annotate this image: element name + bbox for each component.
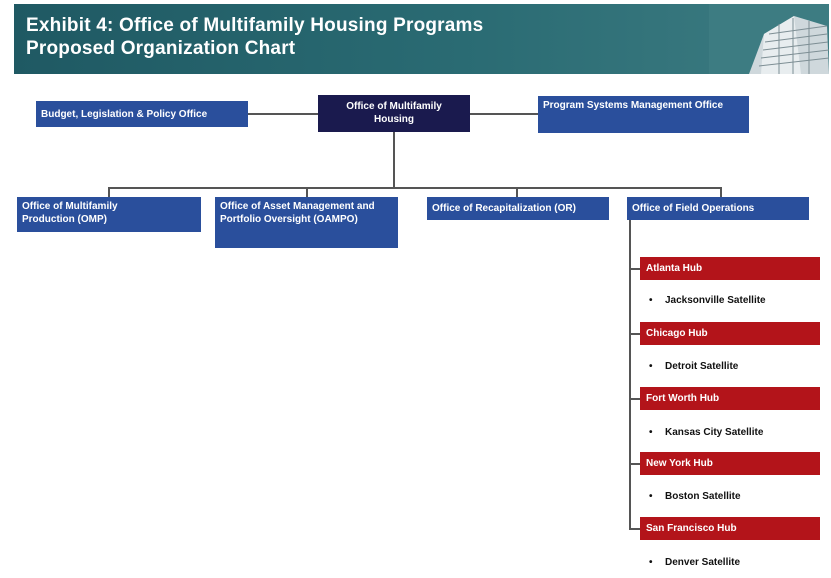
bullet-icon: • — [649, 491, 653, 502]
boston-satellite-item: • Boston Satellite — [649, 491, 741, 502]
connector-hub-3 — [629, 398, 640, 400]
fort-worth-hub-box: Fort Worth Hub — [640, 387, 820, 410]
san-francisco-hub-box: San Francisco Hub — [640, 517, 820, 540]
page-title: Exhibit 4: Office of Multifamily Housing… — [26, 14, 483, 60]
kansas-city-satellite-item: • Kansas City Satellite — [649, 427, 763, 438]
connector-hub-4 — [629, 463, 640, 465]
connector-branch-horizontal — [108, 187, 722, 189]
atlanta-hub-box: Atlanta Hub — [640, 257, 820, 280]
bullet-icon: • — [649, 295, 653, 306]
office-of-multifamily-housing-box: Office of Multifamily Housing — [318, 95, 470, 132]
title-line-2: Proposed Organization Chart — [26, 38, 296, 59]
jacksonville-satellite-label: Jacksonville Satellite — [665, 295, 766, 306]
office-of-field-operations-box: Office of Field Operations — [627, 197, 809, 220]
connector-hub-spine — [629, 220, 631, 530]
bullet-icon: • — [649, 427, 653, 438]
bullet-icon: • — [649, 557, 653, 568]
connector-omp-drop — [108, 187, 110, 197]
new-york-hub-box: New York Hub — [640, 452, 820, 475]
connector-field-drop — [720, 187, 722, 197]
detroit-satellite-item: • Detroit Satellite — [649, 361, 738, 372]
title-line-1: Exhibit 4: Office of Multifamily Housing… — [26, 15, 484, 36]
bullet-icon: • — [649, 361, 653, 372]
office-of-recapitalization-box: Office of Recapitalization (OR) — [427, 197, 609, 220]
budget-legislation-policy-office-box: Budget, Legislation & Policy Office — [36, 101, 248, 127]
header-banner: Exhibit 4: Office of Multifamily Housing… — [14, 4, 829, 74]
office-of-multifamily-production-box: Office of Multifamily Production (OMP) — [17, 197, 201, 232]
kansas-city-satellite-label: Kansas City Satellite — [665, 427, 764, 438]
detroit-satellite-label: Detroit Satellite — [665, 361, 739, 372]
program-systems-management-office-box: Program Systems Management Office — [538, 96, 749, 133]
connector-hub-2 — [629, 333, 640, 335]
denver-satellite-item: • Denver Satellite — [649, 557, 740, 568]
connector-hub-5 — [629, 528, 640, 530]
connector-hub-1 — [629, 268, 640, 270]
denver-satellite-label: Denver Satellite — [665, 557, 741, 568]
jacksonville-satellite-item: • Jacksonville Satellite — [649, 295, 766, 306]
office-of-asset-management-box: Office of Asset Management and Portfolio… — [215, 197, 398, 248]
boston-satellite-label: Boston Satellite — [665, 491, 741, 502]
connector-oampo-drop — [306, 187, 308, 197]
connector-center-vertical — [393, 132, 395, 188]
connector-recap-drop — [516, 187, 518, 197]
building-image — [709, 4, 829, 74]
chicago-hub-box: Chicago Hub — [640, 322, 820, 345]
